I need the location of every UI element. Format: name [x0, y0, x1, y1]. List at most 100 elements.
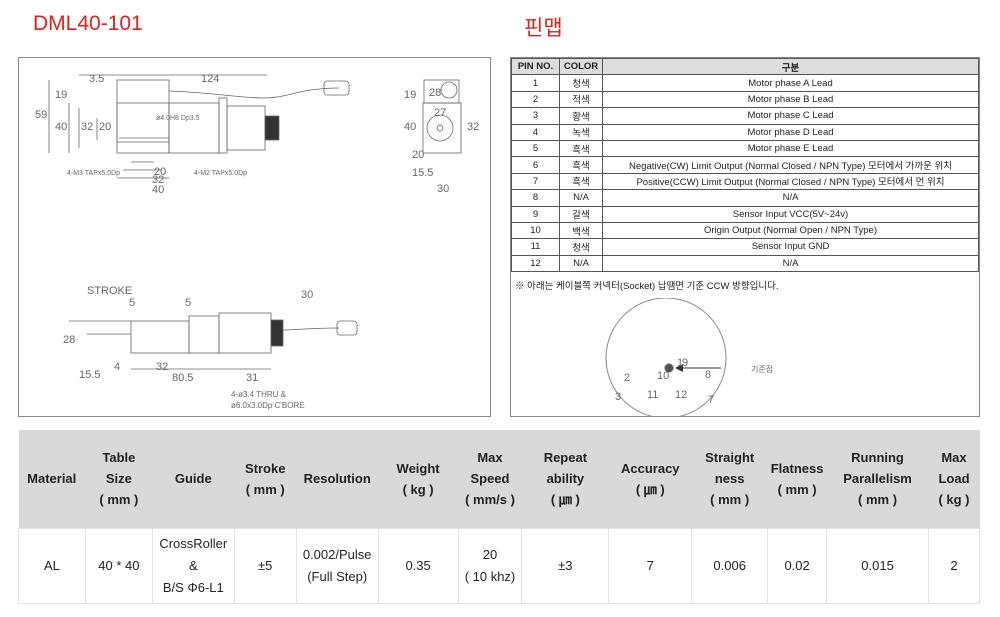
dim-124: 124 [201, 73, 219, 85]
pin-no: 7 [511, 172, 560, 191]
motor-front [218, 312, 272, 354]
dim-32d: 32 [156, 361, 168, 373]
dim-3-5: 3.5 [89, 73, 104, 85]
spec-header-text: ( ㎛ ) [635, 481, 665, 497]
pin-function: Motor phase B Lead [602, 90, 979, 109]
spec-header-text: Repeat [543, 450, 588, 466]
spec-header-text: ness [714, 471, 745, 487]
dim-15-5: 15.5 [412, 167, 433, 179]
spec-value-text: AL [44, 557, 60, 573]
spec-value-text: 20 [482, 546, 498, 562]
front-body [130, 320, 190, 354]
pin-number: 9 [682, 357, 688, 369]
spec-header-text: ( mm/s ) [465, 492, 515, 508]
pin-no: 5 [511, 139, 560, 158]
pin-color: 흑색 [559, 172, 603, 191]
pinmap-title: 핀맵 [524, 17, 563, 40]
side-body [422, 102, 462, 154]
dim-40b: 40 [404, 121, 416, 133]
pin-no: 4 [511, 123, 560, 141]
pin-color: 황색 [559, 107, 603, 125]
spec-value-text: & [188, 557, 198, 573]
spec-header-text: Max [477, 450, 503, 466]
dim-4: 4 [114, 361, 120, 373]
spec-value: 0.35 [377, 527, 459, 604]
pin-color: 갈색 [559, 205, 603, 223]
dim-28b: 28 [63, 334, 75, 346]
dim-32b: 32 [467, 121, 479, 133]
spec-value: 0.015 [826, 527, 929, 604]
note-hole: ø4.0H8 Dp3.5 [156, 115, 200, 122]
spec-header-text: ( kg ) [402, 481, 434, 497]
dim-27: 27 [434, 107, 446, 119]
spec-value-text: 0.002/Pulse [302, 546, 372, 562]
spec-value-text: 2 [950, 557, 958, 573]
spec-header-text: Table [102, 450, 136, 466]
spec-header-text: Guide [174, 471, 212, 487]
pin-color: 백색 [559, 221, 603, 240]
spec-value-text: ±5 [258, 557, 273, 573]
spec-value-text: ( 10 khz) [464, 568, 516, 584]
dim-40c: 40 [152, 184, 164, 196]
spec-header-text: ( mm ) [245, 481, 285, 497]
spec-header-text: ( kg ) [938, 492, 970, 508]
spec-value-text: 0.02 [784, 557, 810, 573]
pin-header: PIN NO. [511, 57, 560, 76]
spec-header: Accuracy( ㎛ ) [608, 430, 693, 528]
dim-20b: 20 [412, 149, 424, 161]
spec-header: Weight ( kg ) [378, 430, 459, 528]
connector-outline [605, 298, 727, 416]
spec-header-text: ( mm ) [777, 481, 817, 497]
spec-header: Resolution [296, 430, 379, 528]
dim-20: 20 [99, 121, 111, 133]
dim-32c: 32 [152, 174, 164, 186]
pin-header: COLOR [559, 57, 603, 76]
spec-value-text: 40 * 40 [98, 557, 140, 573]
pin-function: Sensor Input VCC(5V~24v) [602, 205, 979, 223]
cable-top [168, 87, 340, 99]
pin-function: Motor phase A Lead [602, 74, 979, 92]
spec-header-text: ( ㎛ ) [550, 492, 580, 508]
spec-value: AL [18, 527, 86, 604]
connector-diagram: 기준점 123456789101112 [605, 298, 773, 416]
spec-value-text: CrossRoller [159, 535, 228, 551]
pin-no: 10 [511, 221, 560, 240]
rails [168, 102, 220, 154]
spec-header-text: ability [546, 471, 585, 487]
spec-header-text: Load [938, 471, 970, 487]
pin-function: N/A [602, 254, 979, 273]
carriage-top [116, 79, 170, 143]
spec-value: ±5 [233, 527, 297, 604]
model-title: DML40-101 [33, 12, 143, 35]
dim-30: 30 [437, 183, 449, 195]
spec-header-text: Parallelism [843, 471, 912, 487]
dim-28: 28 [429, 87, 441, 99]
spec-value: 0.02 [767, 527, 828, 604]
dim-20c: 20 [154, 166, 166, 178]
pin-function: Motor phase D Lead [602, 123, 979, 141]
pin-no: 8 [511, 189, 560, 207]
note-m2: 4-M2 TAPx5.0Dp [194, 170, 247, 177]
note-cbore: ø6.0x3.0Dp C'BORE [231, 401, 305, 410]
spec-value: CrossRoller&B/S Φ6-L1 [151, 527, 235, 604]
spec-header-text: Speed [470, 471, 510, 487]
reference-label: 기준점 [751, 364, 773, 374]
spec-value: ±3 [521, 527, 610, 604]
dim-31: 31 [246, 372, 258, 384]
pin-no: 11 [511, 238, 560, 256]
pin-color: N/A [559, 254, 603, 273]
dim-15-5b: 15.5 [79, 369, 100, 381]
pin-color: 녹색 [559, 123, 603, 141]
spec-header-text: Weight [396, 460, 440, 476]
pinmap-note: ※ 아래는 케이블쪽 커넥터(Socket) 납땜면 기준 CCW 방향입니다. [515, 281, 779, 293]
spec-header-text: Resolution [303, 471, 371, 487]
spec-value: 20 ( 10 khz) [457, 527, 523, 604]
